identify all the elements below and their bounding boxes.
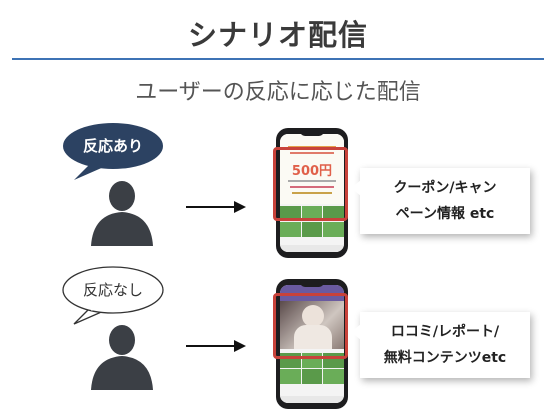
coupon-price: 500円 [291, 164, 333, 179]
callout-pointer [351, 180, 361, 196]
highlight-frame [273, 147, 348, 221]
page-subtitle: ユーザーの反応に応じた配信 [135, 80, 421, 105]
highlight-frame [273, 293, 348, 359]
bubble-label-not-reacted: 反応なし [82, 281, 143, 299]
title-divider [12, 58, 544, 60]
callout-pointer [351, 324, 361, 340]
callout-line: ロコミ/レポート/ [390, 324, 500, 340]
phone-mockup-content [273, 279, 348, 409]
person-icon [91, 181, 153, 246]
person-icon [91, 325, 153, 390]
speech-bubble-reacted [63, 123, 163, 180]
callout-coupon: クーポン/キャン ペーン情報 etc [360, 168, 530, 234]
speech-bubble-not-reacted [62, 266, 164, 325]
callout-content: ロコミ/レポート/ 無料コンテンツetc [360, 312, 530, 378]
arrow-right-icon [186, 201, 246, 213]
callout-line: クーポン/キャン [393, 180, 497, 196]
phone-screen: 500円 [280, 134, 344, 252]
callout-line: 無料コンテンツetc [383, 350, 507, 366]
phone-mockup-coupon: 500円 [273, 128, 348, 258]
bubble-label-reacted: 反応あり [82, 137, 143, 155]
callout-line: ペーン情報 etc [395, 206, 495, 222]
arrow-right-icon [186, 340, 246, 352]
page-title: シナリオ配信 [187, 18, 368, 52]
